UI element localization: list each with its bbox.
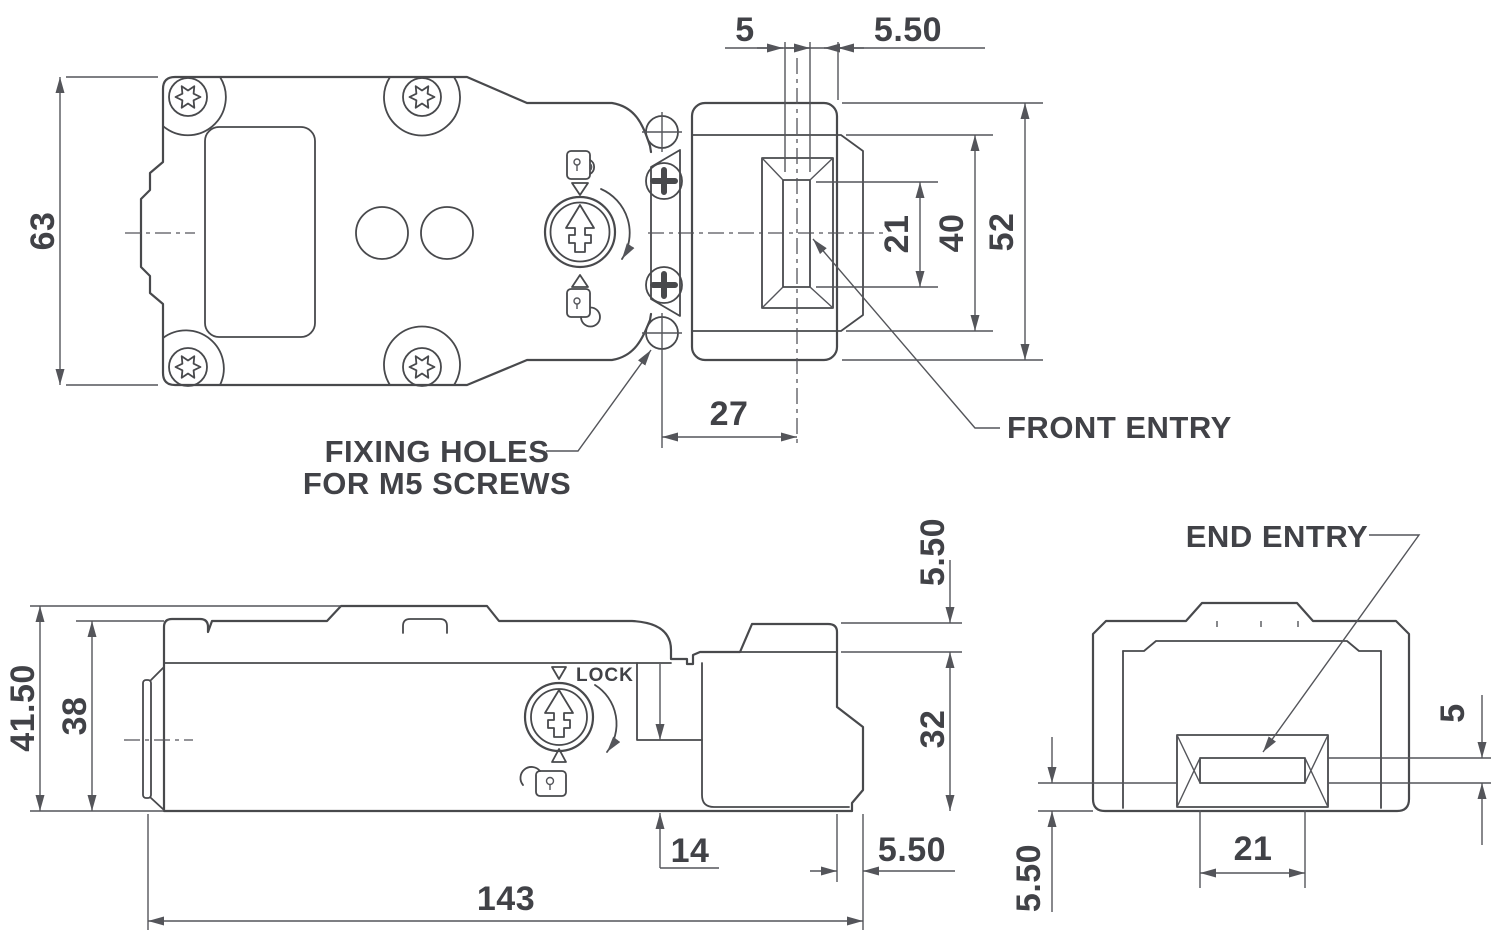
dim-end-slot-width: 21	[1234, 830, 1273, 868]
front-entry-label: FRONT ENTRY	[1007, 410, 1232, 445]
top-view-outline	[139, 75, 864, 387]
dim-side-lip-depth: 5.50	[878, 831, 946, 869]
side-view-outline	[142, 604, 865, 813]
dim-side-overall-height: 41.50	[4, 664, 42, 752]
front-entry-leader	[812, 238, 1000, 429]
fixing-holes-label-2: FOR M5 SCREWS	[303, 466, 571, 501]
top-view-centerlines	[125, 58, 885, 448]
top-view: 63 5 5.50 21 40 52 27 FRONT ENTRY FIXING…	[24, 11, 1232, 501]
padlock-unlocked-icon	[566, 288, 601, 328]
dim-top-head-inner-width: 40	[933, 214, 971, 253]
end-entry-leader	[1262, 534, 1421, 753]
triangle-up-icon	[551, 748, 567, 763]
padlock-locked-icon	[566, 150, 596, 180]
dim-top-body-width: 63	[24, 212, 62, 251]
rotate-arrow-icon	[594, 684, 621, 753]
dim-side-actuator-depth: 14	[671, 832, 710, 870]
head-mount-bracket	[650, 149, 681, 317]
fixing-holes-leader	[546, 349, 652, 452]
dim-side-overall-length: 143	[477, 880, 535, 918]
dim-side-body-height: 38	[56, 697, 94, 736]
triangle-down-icon	[551, 666, 567, 680]
end-view: END ENTRY 5 5.50 21	[1010, 519, 1491, 912]
side-view: LOCK 41.50 38 5.50 32 14 5.50 143	[4, 518, 962, 930]
triangle-down-icon	[571, 182, 589, 196]
rotate-arrow-icon	[600, 188, 635, 260]
dim-side-head-step: 5.50	[914, 518, 952, 586]
switch-head	[690, 101, 839, 362]
end-view-outline	[1091, 601, 1411, 813]
lock-dial-top	[543, 150, 635, 328]
padlock-unlocked-icon	[519, 766, 567, 797]
dim-top-head-width: 52	[983, 213, 1021, 252]
conduit-knockout-left	[355, 206, 409, 260]
conduit-knockout-right	[420, 206, 474, 260]
fixing-holes-label-1: FIXING HOLES	[325, 434, 550, 469]
dim-top-slot-length: 21	[878, 215, 916, 254]
end-view-dimensions	[1038, 534, 1491, 912]
label-recess	[204, 126, 316, 338]
end-entry-label: END ENTRY	[1186, 519, 1368, 554]
dim-top-slot-offset: 5.50	[874, 11, 942, 49]
side-view-dimensions	[30, 560, 962, 930]
dim-side-head-height: 32	[914, 710, 952, 749]
dim-top-hole-to-slot: 27	[710, 395, 749, 433]
dim-top-slot-width: 5	[735, 11, 754, 49]
dim-end-slot-height: 5	[1434, 703, 1472, 722]
end-entry-slot	[1176, 734, 1329, 808]
dim-end-bottom-offset: 5.50	[1010, 844, 1048, 912]
lock-dial-side	[519, 666, 621, 797]
cover-clip	[402, 618, 448, 634]
triangle-up-icon	[571, 274, 589, 288]
lock-label: LOCK	[576, 665, 634, 686]
side-connector	[142, 679, 152, 799]
top-view-dimensions	[55, 42, 1043, 452]
